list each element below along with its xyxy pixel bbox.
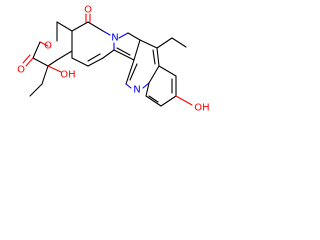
lactone-ring-oxygen-label: O (44, 41, 52, 52)
pyrrole-nitrogen-label: N (111, 33, 118, 44)
bond (56, 21, 73, 32)
bond (22, 54, 31, 64)
bond (41, 65, 49, 85)
bond (118, 32, 129, 39)
bond (160, 95, 177, 107)
bond (25, 57, 34, 67)
bond (113, 49, 135, 61)
bond (87, 53, 101, 62)
bond (152, 49, 156, 65)
tertiary-hydroxyl-label: OH (60, 70, 75, 81)
bond (139, 39, 158, 49)
chemical-structure-drawing: O O O OH OH N N (17, 5, 210, 114)
lactone-carbonyl-oxygen-label: O (17, 65, 25, 76)
bond (125, 59, 135, 85)
bond (142, 82, 150, 89)
bond (71, 21, 89, 32)
bond (156, 37, 173, 49)
bond (148, 65, 160, 84)
bond (29, 83, 43, 97)
bond (129, 63, 138, 81)
ketone-oxygen-label: O (84, 5, 92, 16)
phenol-hydroxyl-label: OH (194, 103, 209, 114)
bond (87, 57, 104, 67)
bond (39, 41, 49, 47)
bond (71, 57, 89, 67)
bond (102, 30, 111, 36)
bond (133, 39, 141, 61)
bond (156, 47, 160, 67)
bond (171, 37, 187, 48)
bond (32, 57, 49, 67)
bond (148, 95, 159, 103)
quinoline-nitrogen-label: N (133, 85, 140, 96)
bond (127, 32, 141, 41)
bond (125, 83, 132, 89)
bond (56, 50, 73, 61)
bond (47, 59, 58, 67)
bond (158, 65, 177, 77)
bond (102, 49, 115, 59)
bond (145, 95, 162, 107)
bond (87, 21, 104, 32)
bond (145, 82, 150, 97)
bond (47, 65, 62, 73)
molecule-canvas: O O O OH OH N N (0, 0, 238, 156)
bond (175, 95, 193, 106)
bond (116, 47, 131, 56)
bond (32, 41, 41, 59)
